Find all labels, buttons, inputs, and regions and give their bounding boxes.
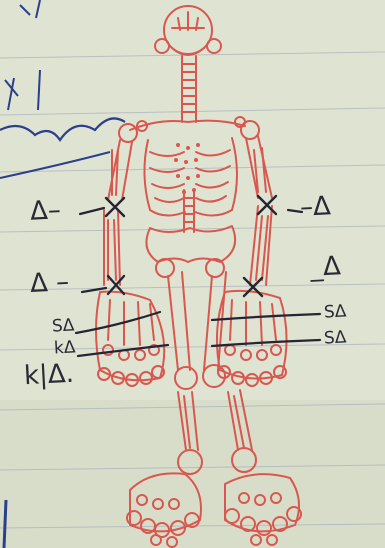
annotation-left-k-delta: k|Δ. (23, 361, 74, 390)
annotation-right-middle: _Δ (309, 253, 341, 281)
annotation-left-sa: SΔ (52, 317, 75, 335)
annotation-right-sa-lower: SΔ (324, 329, 347, 347)
annotation-left-ka: kΔ (54, 339, 76, 357)
annotation-right-sa-upper: SΔ (324, 303, 347, 321)
annotation-left-middle: Δ – (29, 269, 69, 297)
annotation-left-upper: Δ– (29, 197, 61, 225)
annotation-right-upper: –Δ (299, 193, 331, 221)
